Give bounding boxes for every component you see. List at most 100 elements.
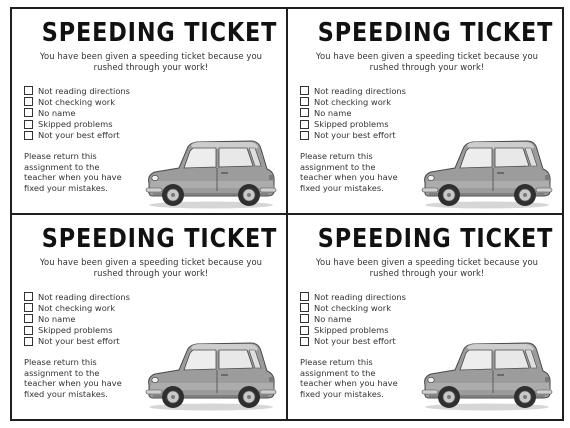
checkbox[interactable] bbox=[300, 303, 309, 313]
return-instructions: Please return this assignment to the tea… bbox=[24, 357, 139, 399]
checklist-label: Not reading directions bbox=[38, 85, 131, 96]
ticket-message-line: You have been given a speeding ticket be… bbox=[39, 257, 263, 267]
return-instructions-line: Please return this bbox=[24, 150, 97, 161]
car-icon bbox=[421, 342, 553, 411]
return-instructions-line: teacher when you have bbox=[24, 378, 122, 389]
car-icon bbox=[145, 140, 277, 209]
checklist-item[interactable]: No name bbox=[24, 107, 164, 118]
ticket-message-line: rushed through your work! bbox=[93, 62, 209, 72]
checkbox[interactable] bbox=[24, 325, 33, 335]
checklist-item[interactable]: No name bbox=[300, 107, 440, 118]
checkbox[interactable] bbox=[300, 119, 309, 129]
ticket-message-line: rushed through your work! bbox=[93, 268, 209, 278]
checkbox[interactable] bbox=[300, 314, 309, 324]
checklist-label: Skipped problems bbox=[38, 119, 113, 130]
checkbox[interactable] bbox=[300, 336, 309, 346]
checklist-item[interactable]: Not your best effort bbox=[300, 336, 440, 347]
ticket-message-line: You have been given a speeding ticket be… bbox=[315, 257, 539, 267]
checklist-label: No name bbox=[314, 107, 352, 118]
checkbox[interactable] bbox=[300, 108, 309, 118]
checkbox[interactable] bbox=[24, 97, 33, 107]
checklist-label: Skipped problems bbox=[314, 325, 389, 336]
checkbox[interactable] bbox=[300, 325, 309, 335]
checklist-item[interactable]: Skipped problems bbox=[300, 119, 440, 130]
ticket-message: You have been given a speeding ticket be… bbox=[302, 51, 552, 73]
speeding-ticket-card: SPEEDING TICKET You have been given a sp… bbox=[287, 9, 562, 214]
checklist-item[interactable]: Not checking work bbox=[24, 302, 164, 313]
checkbox[interactable] bbox=[24, 292, 33, 302]
return-instructions-line: teacher when you have bbox=[24, 172, 122, 183]
ticket-title: SPEEDING TICKET bbox=[317, 224, 554, 254]
return-instructions: Please return this assignment to the tea… bbox=[300, 151, 415, 193]
return-instructions: Please return this assignment to the tea… bbox=[24, 151, 139, 193]
checklist-item[interactable]: Not checking work bbox=[24, 96, 164, 107]
checklist-label: Not checking work bbox=[38, 302, 116, 313]
checklist-label: Not your best effort bbox=[38, 336, 120, 347]
ticket-message: You have been given a speeding ticket be… bbox=[302, 257, 552, 279]
checklist-label: Not your best effort bbox=[38, 130, 120, 141]
checklist-item[interactable]: Not reading directions bbox=[300, 85, 440, 96]
return-instructions-line: Please return this bbox=[24, 356, 97, 367]
checklist-item[interactable]: Not checking work bbox=[300, 96, 440, 107]
checklist-item[interactable]: Not reading directions bbox=[300, 291, 440, 302]
checklist-label: Not reading directions bbox=[314, 85, 407, 96]
return-instructions-line: assignment to the bbox=[300, 367, 376, 378]
checklist-item[interactable]: Not reading directions bbox=[24, 85, 164, 96]
return-instructions: Please return this assignment to the tea… bbox=[300, 357, 415, 399]
ticket-message-line: You have been given a speeding ticket be… bbox=[315, 51, 539, 61]
return-instructions-line: assignment to the bbox=[24, 161, 100, 172]
ticket-title: SPEEDING TICKET bbox=[317, 18, 554, 48]
checklist-label: No name bbox=[38, 107, 76, 118]
checklist-item[interactable]: Not your best effort bbox=[24, 336, 164, 347]
checkbox[interactable] bbox=[24, 86, 33, 96]
checklist-item[interactable]: Skipped problems bbox=[300, 325, 440, 336]
checklist-item[interactable]: Not your best effort bbox=[24, 130, 164, 141]
ticket-message: You have been given a speeding ticket be… bbox=[26, 51, 276, 73]
reason-checklist: Not reading directions Not checking work… bbox=[24, 291, 164, 347]
checklist-item[interactable]: Not reading directions bbox=[24, 291, 164, 302]
checklist-label: No name bbox=[314, 313, 352, 324]
checklist-label: Not reading directions bbox=[314, 291, 407, 302]
return-instructions-line: fixed your mistakes. bbox=[300, 182, 384, 193]
checklist-label: Not reading directions bbox=[38, 291, 131, 302]
ticket-title: SPEEDING TICKET bbox=[41, 18, 278, 48]
checklist-label: Not your best effort bbox=[314, 336, 396, 347]
ticket-grid: SPEEDING TICKET You have been given a sp… bbox=[10, 7, 564, 421]
checklist-item[interactable]: Not your best effort bbox=[300, 130, 440, 141]
ticket-message-line: You have been given a speeding ticket be… bbox=[39, 51, 263, 61]
return-instructions-line: fixed your mistakes. bbox=[300, 388, 384, 399]
checklist-label: No name bbox=[38, 313, 76, 324]
return-instructions-line: fixed your mistakes. bbox=[24, 182, 108, 193]
reason-checklist: Not reading directions Not checking work… bbox=[300, 291, 440, 347]
checklist-label: Not checking work bbox=[314, 302, 392, 313]
ticket-message-line: rushed through your work! bbox=[369, 62, 485, 72]
checkbox[interactable] bbox=[24, 108, 33, 118]
checkbox[interactable] bbox=[300, 292, 309, 302]
checkbox[interactable] bbox=[24, 336, 33, 346]
checklist-item[interactable]: Skipped problems bbox=[24, 325, 164, 336]
checklist-item[interactable]: Not checking work bbox=[300, 302, 440, 313]
speeding-ticket-card: SPEEDING TICKET You have been given a sp… bbox=[287, 214, 562, 419]
ticket-message-line: rushed through your work! bbox=[369, 268, 485, 278]
ticket-title: SPEEDING TICKET bbox=[41, 224, 278, 254]
checkbox[interactable] bbox=[300, 130, 309, 140]
checklist-label: Not your best effort bbox=[314, 130, 396, 141]
checkbox[interactable] bbox=[300, 97, 309, 107]
checklist-label: Not checking work bbox=[38, 96, 116, 107]
checklist-item[interactable]: No name bbox=[300, 313, 440, 324]
car-icon bbox=[145, 342, 277, 411]
checkbox[interactable] bbox=[300, 86, 309, 96]
checkbox[interactable] bbox=[24, 130, 33, 140]
checkbox[interactable] bbox=[24, 303, 33, 313]
car-icon bbox=[421, 140, 553, 209]
return-instructions-line: teacher when you have bbox=[300, 172, 398, 183]
reason-checklist: Not reading directions Not checking work… bbox=[300, 85, 440, 141]
return-instructions-line: fixed your mistakes. bbox=[24, 388, 108, 399]
checkbox[interactable] bbox=[24, 314, 33, 324]
checklist-item[interactable]: Skipped problems bbox=[24, 119, 164, 130]
checklist-item[interactable]: No name bbox=[24, 313, 164, 324]
checklist-label: Skipped problems bbox=[314, 119, 389, 130]
checkbox[interactable] bbox=[24, 119, 33, 129]
ticket-message: You have been given a speeding ticket be… bbox=[26, 257, 276, 279]
return-instructions-line: assignment to the bbox=[24, 367, 100, 378]
